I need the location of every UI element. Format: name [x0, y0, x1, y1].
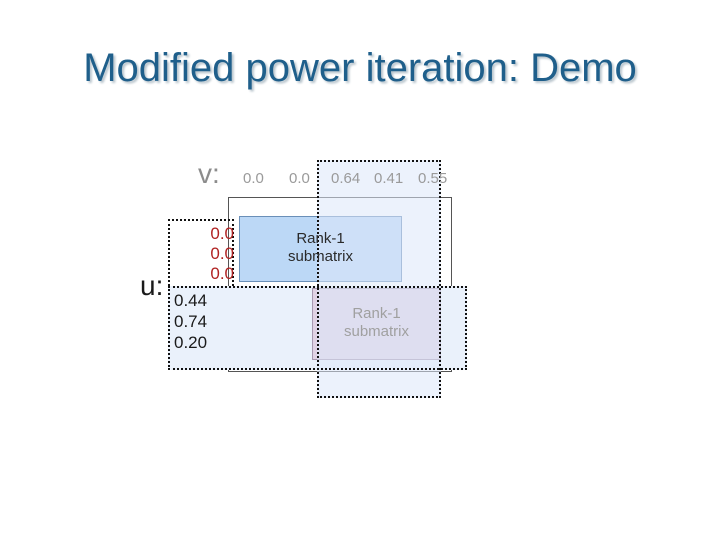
v-value: 0.64 — [331, 170, 361, 187]
u-value: 0.20 — [174, 333, 208, 352]
u-vector-label: u: — [140, 270, 164, 301]
v-value: 0.41 — [374, 170, 404, 187]
u-nonzero-outline — [168, 286, 467, 370]
v-nonzero-column-band — [317, 160, 441, 398]
submatrix-label-1: Rank-1 submatrix — [287, 230, 354, 265]
v-vector-label: v: — [198, 158, 220, 189]
u-value: 0.0 — [210, 224, 234, 243]
v-value: 0.0 — [289, 170, 310, 187]
submatrix-label-2: Rank-1 submatrix — [343, 305, 410, 340]
u-value: 0.0 — [210, 244, 234, 263]
v-value: 0.55 — [418, 170, 448, 187]
u-value: 0.74 — [174, 312, 208, 331]
u-zero-outline — [168, 219, 234, 286]
slide-title: Modified power iteration: Demo — [83, 46, 637, 90]
u-value: 0.44 — [174, 291, 208, 310]
v-value: 0.0 — [243, 170, 264, 187]
u-value: 0.0 — [210, 264, 234, 283]
